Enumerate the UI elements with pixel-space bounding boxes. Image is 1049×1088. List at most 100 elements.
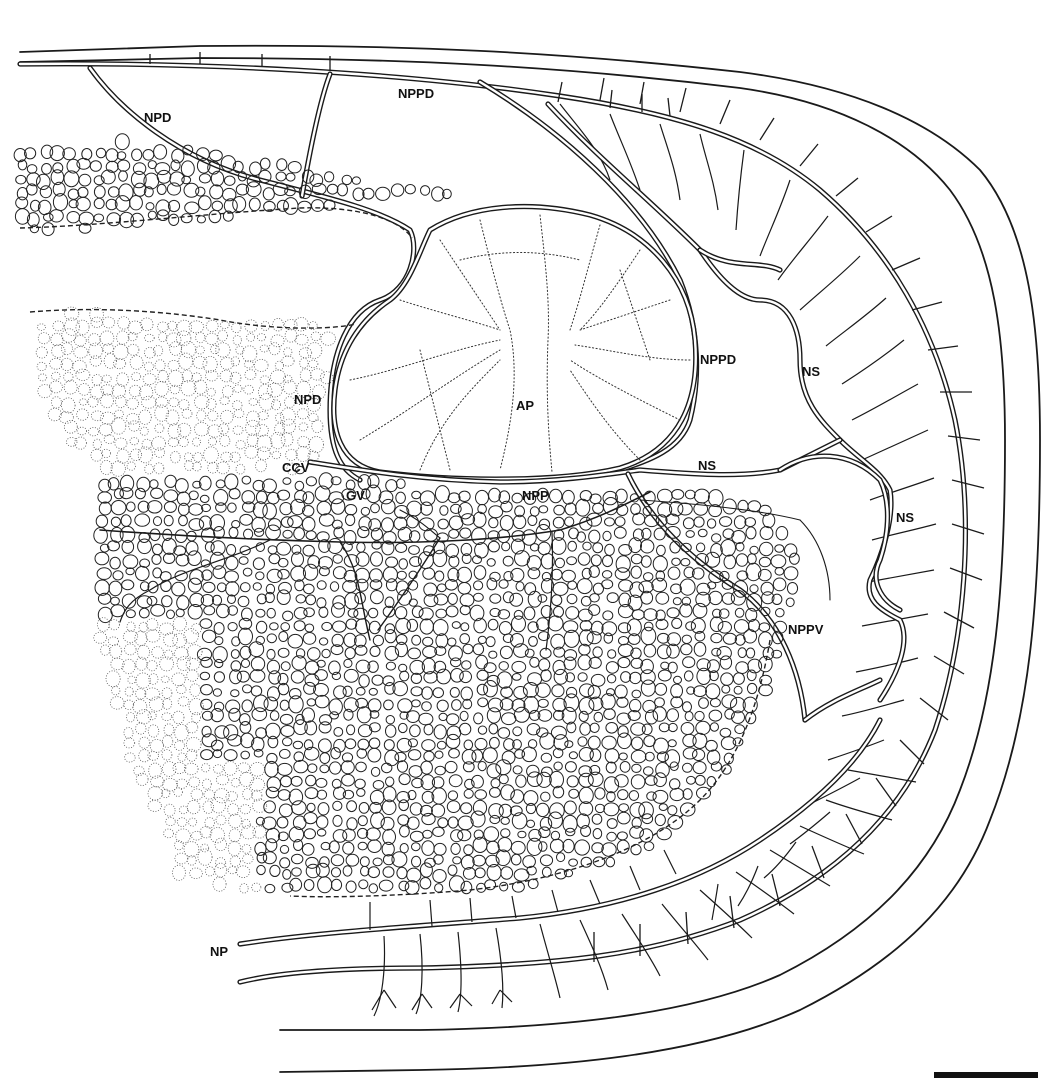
granule-cell	[539, 659, 550, 671]
granule-cell	[226, 792, 238, 802]
granule-cell	[92, 374, 102, 385]
granule-cell	[563, 839, 574, 852]
granule-cell	[685, 712, 693, 721]
granule-cell	[361, 866, 369, 876]
granule-cell	[190, 868, 203, 879]
granule-cell	[210, 515, 225, 531]
granule-cell	[168, 370, 183, 386]
granule-cell	[707, 519, 715, 528]
granule-cell	[567, 776, 578, 787]
granule-cell	[606, 662, 618, 674]
granule-cell	[214, 789, 229, 803]
granule-cell	[250, 762, 264, 776]
granule-cell	[590, 494, 601, 504]
granule-cell	[259, 384, 273, 399]
granule-cell	[591, 674, 605, 686]
granule-cell	[221, 410, 234, 423]
granule-cell	[146, 203, 154, 210]
granule-cell	[473, 512, 486, 527]
granule-cell	[199, 196, 212, 210]
granule-cell	[203, 582, 215, 592]
granule-cell	[550, 489, 562, 502]
granule-cell	[686, 531, 694, 538]
granule-cell	[747, 683, 756, 693]
granule-cell	[489, 651, 497, 658]
granule-cell	[435, 751, 443, 758]
granule-cell	[317, 790, 326, 799]
granule-cell	[153, 544, 163, 555]
granule-cell	[277, 490, 289, 500]
granule-cell	[243, 789, 252, 800]
granule-cell	[286, 449, 298, 460]
granule-cell	[281, 726, 294, 737]
granule-cell	[674, 676, 682, 683]
granule-cell	[230, 856, 240, 866]
granule-cell	[343, 842, 354, 854]
granule-cell	[736, 662, 749, 674]
granule-cell	[513, 766, 522, 774]
granule-cell	[738, 648, 746, 658]
granule-cell	[280, 714, 292, 724]
granule-cell	[618, 733, 632, 749]
granule-cell	[125, 753, 136, 762]
granule-cell	[512, 616, 526, 632]
granule-cell	[460, 711, 468, 720]
granule-cell	[224, 176, 235, 185]
granule-cell	[108, 541, 120, 551]
granule-cell	[99, 502, 111, 515]
granule-cell	[213, 877, 226, 891]
granule-cell	[565, 741, 573, 748]
granule-cell	[111, 658, 124, 670]
granule-cell	[294, 840, 303, 851]
granule-cell	[155, 424, 164, 433]
granule-cell	[511, 790, 524, 803]
granule-cell	[177, 685, 187, 693]
granule-cell	[293, 741, 302, 749]
granule-cell	[602, 580, 613, 589]
granule-cell	[434, 725, 446, 739]
granule-cell	[654, 773, 666, 787]
granule-cell	[460, 671, 472, 683]
granule-cell	[563, 490, 575, 504]
granule-cell	[98, 607, 112, 622]
granule-cell	[184, 629, 199, 644]
label-npp: NPP	[522, 488, 549, 503]
granule-cell	[190, 684, 201, 697]
granule-cell	[267, 777, 280, 792]
granule-cell	[435, 884, 443, 893]
granule-cell	[553, 517, 564, 528]
granule-cell	[331, 855, 343, 866]
granule-cell	[77, 409, 89, 420]
granule-cell	[126, 610, 135, 618]
granule-cell	[241, 826, 255, 839]
granule-cell	[283, 611, 293, 621]
granule-cell	[686, 622, 696, 630]
granule-cell	[230, 372, 241, 383]
granule-cell	[578, 737, 587, 746]
granule-cell	[271, 432, 285, 449]
granule-cell	[192, 713, 201, 723]
granule-cell	[372, 675, 383, 685]
granule-cell	[332, 603, 345, 618]
granule-cell	[90, 356, 102, 366]
granule-cell	[177, 320, 192, 335]
granule-cell	[161, 580, 171, 591]
granule-cell	[317, 581, 326, 590]
granule-cell	[475, 868, 485, 878]
granule-cell	[129, 421, 140, 431]
granule-cell	[234, 385, 242, 393]
granule-cell	[244, 529, 253, 539]
granule-cell	[569, 859, 578, 866]
granule-cell	[641, 540, 654, 553]
granule-cell	[288, 162, 301, 173]
granule-cell	[357, 707, 371, 723]
granule-cell	[331, 499, 345, 515]
granule-cell	[644, 644, 656, 657]
granule-cell	[139, 410, 152, 424]
granule-cell	[352, 177, 360, 184]
granule-cell	[136, 673, 151, 688]
granule-cell	[407, 501, 422, 516]
granule-cell	[606, 762, 616, 773]
granule-cell	[308, 556, 320, 569]
granule-cell	[109, 581, 122, 596]
